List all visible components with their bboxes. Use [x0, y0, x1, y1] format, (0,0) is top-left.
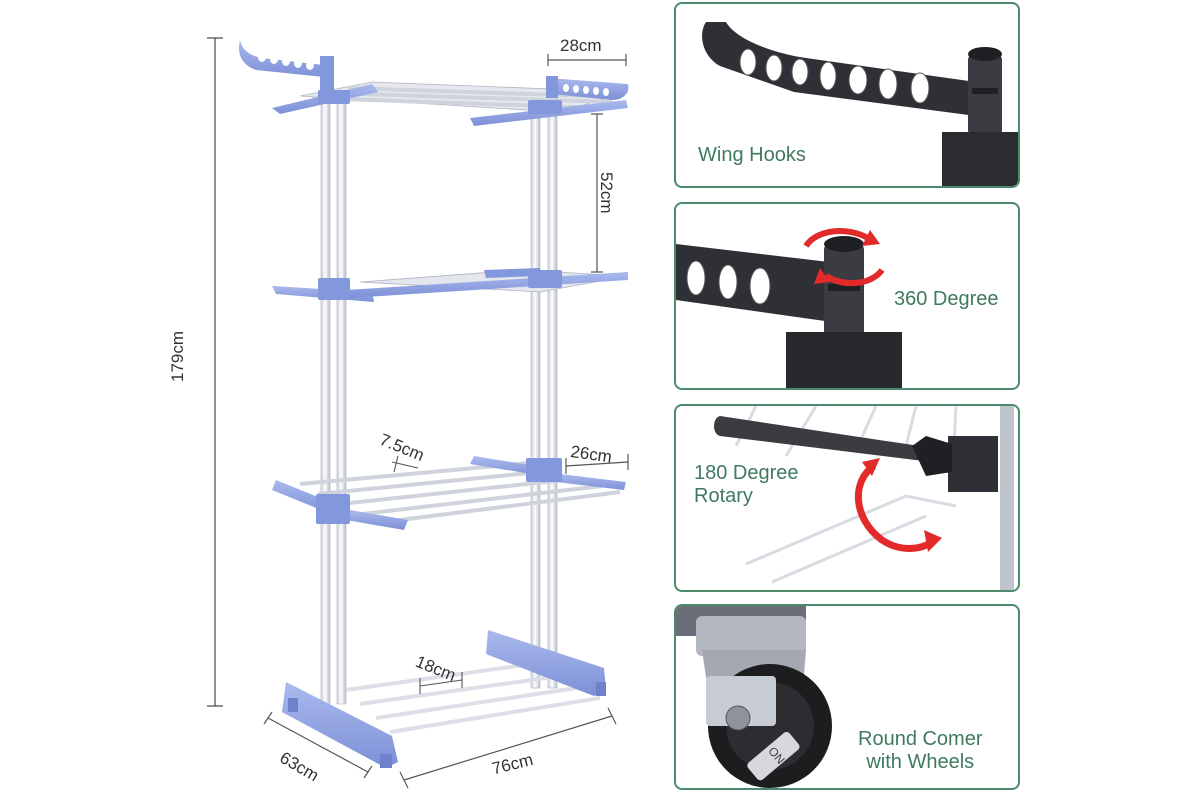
right-wing-hook — [546, 76, 629, 100]
rod-spacing-dimension-line — [391, 455, 419, 473]
tier-gap-dimension-line — [591, 113, 603, 273]
wheel-closeup — [676, 606, 832, 788]
tier-gap-label: 52cm — [597, 172, 616, 214]
top-shelf — [238, 40, 629, 126]
base-width-dimension-line — [399, 707, 617, 789]
base-depth-dimension-line — [263, 711, 373, 779]
rotation-360-closeup — [676, 228, 902, 388]
wing-hook-closeup — [702, 22, 1018, 186]
feature-panel-360-degree: 360 Degree — [674, 202, 1020, 390]
wheel-brake-lever — [747, 731, 800, 781]
rotation-arrow-icon — [854, 463, 934, 552]
wing-width-dimension-line — [547, 54, 627, 66]
lower-shelf — [272, 456, 626, 530]
shelf-depth-dimension-line — [565, 454, 629, 474]
bottom-rod-dimension-line — [419, 672, 463, 694]
panel-label-360-degree: 360 Degree — [894, 288, 999, 310]
panel-label-180-degree-rotary: 180 Degree Rotary — [694, 462, 799, 507]
panel-label-wheels: Round Comer with Wheels — [858, 728, 983, 773]
height-dimension-line — [207, 37, 223, 707]
wing-width-label: 28cm — [560, 36, 602, 55]
rotation-180-closeup — [714, 406, 1014, 590]
middle-shelf — [272, 268, 629, 302]
feature-panel-wheels: ON Round Comer with Wheels — [674, 604, 1020, 790]
vertical-posts — [320, 91, 558, 705]
height-total-label: 179cm — [168, 330, 187, 382]
feature-panel-180-degree-rotary: 180 Degree Rotary — [674, 404, 1020, 592]
rotation-arrows-icon — [803, 228, 885, 287]
feature-panel-wing-hooks: Wing Hooks — [674, 2, 1020, 188]
base-frame — [282, 630, 606, 768]
left-wing-hook — [238, 40, 334, 96]
panel-label-wing-hooks: Wing Hooks — [698, 144, 806, 166]
